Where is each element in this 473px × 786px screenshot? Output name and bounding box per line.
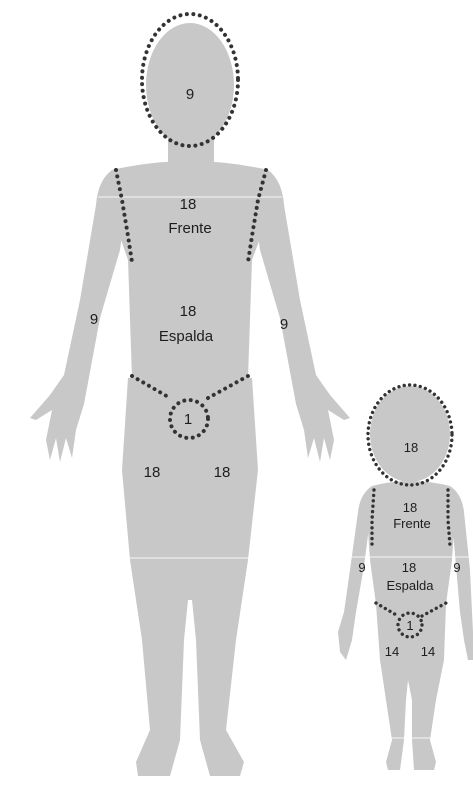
adult-back-label: Espalda [159, 328, 214, 345]
child-head-value: 18 [404, 440, 418, 455]
adult-back-value: 18 [180, 303, 197, 320]
adult-torso-shape [104, 161, 278, 378]
adult-right-leg-value: 18 [214, 464, 231, 481]
adult-silhouette [30, 14, 350, 776]
adult-right-arm-value: 9 [280, 316, 288, 333]
child-chest-label: Frente [393, 516, 431, 531]
adult-genital-value: 1 [184, 411, 192, 428]
child-genital-value: 1 [406, 618, 413, 633]
adult-left-arm-shape [30, 170, 128, 462]
adult-head-value: 9 [186, 86, 194, 103]
adult-chest-label: Frente [168, 220, 211, 237]
adult-left-arm-value: 9 [90, 311, 98, 328]
child-back-value: 18 [402, 560, 416, 575]
adult-chest-value: 18 [180, 196, 197, 213]
child-left-arm-shape [338, 486, 372, 660]
child-head-shape [370, 386, 450, 482]
child-left-leg-value: 14 [385, 644, 399, 659]
child-right-leg-value: 14 [421, 644, 435, 659]
child-chest-value: 18 [403, 500, 417, 515]
child-back-label: Espalda [387, 578, 435, 593]
adult-right-arm-shape [252, 170, 350, 462]
child-left-arm-value: 9 [358, 560, 365, 575]
adult-left-leg-value: 18 [144, 464, 161, 481]
child-right-arm-value: 9 [453, 560, 460, 575]
adult-legs-shape [122, 378, 258, 776]
